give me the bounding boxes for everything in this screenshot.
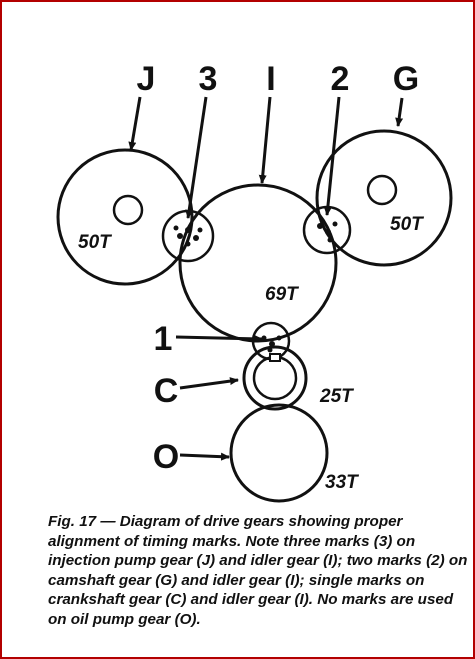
label-g: G — [393, 60, 419, 98]
timing-dot — [276, 335, 282, 341]
arrow-i — [258, 96, 272, 184]
arrow-1 — [175, 334, 263, 343]
label-j: J — [137, 60, 156, 98]
teeth-i: 69T — [265, 284, 299, 305]
arrow-o — [179, 452, 230, 461]
timing-dot — [317, 223, 323, 229]
timing-dot — [332, 221, 338, 227]
gear-o-circle — [229, 403, 329, 503]
timing-dot — [267, 347, 273, 353]
timing-dot — [185, 227, 191, 233]
gear-c-circle — [242, 345, 308, 411]
label-1: 1 — [154, 320, 173, 358]
timing-dot — [197, 227, 203, 233]
gear-c-inner-ring — [252, 355, 298, 401]
gear-j-hub — [112, 194, 144, 226]
gear-c-keyway — [269, 353, 281, 362]
gear-i-circle — [178, 183, 338, 343]
timing-dot — [269, 341, 275, 347]
gear-g-circle — [315, 129, 453, 267]
gear-g-hub — [366, 174, 398, 206]
label-3: 3 — [199, 60, 218, 98]
teeth-g: 50T — [390, 214, 424, 235]
timing-dots — [173, 221, 338, 353]
label-2: 2 — [331, 60, 350, 98]
label-i: I — [266, 60, 275, 98]
teeth-c: 25T — [319, 386, 354, 407]
label-c: C — [154, 372, 179, 410]
timing-dot — [185, 241, 191, 247]
figure-caption: Fig. 17 — Diagram of drive gears showing… — [48, 513, 468, 628]
timing-dot — [325, 229, 331, 235]
arrow-g — [395, 97, 404, 127]
arrow-c — [179, 377, 239, 390]
gear-diagram: J 3 I 2 G 1 C O 50T 50T 69T 25T 33T — [56, 60, 453, 503]
timing-dot — [327, 237, 333, 243]
timing-dot — [261, 335, 267, 341]
teeth-o: 33T — [325, 472, 359, 493]
label-o: O — [153, 438, 179, 476]
arrow-3 — [185, 96, 208, 219]
timing-dot — [177, 233, 183, 239]
arrow-2 — [323, 96, 341, 216]
arrow-j — [128, 96, 142, 151]
timing-dot — [173, 225, 179, 231]
timing-dot — [193, 235, 199, 241]
teeth-j: 50T — [78, 232, 112, 253]
